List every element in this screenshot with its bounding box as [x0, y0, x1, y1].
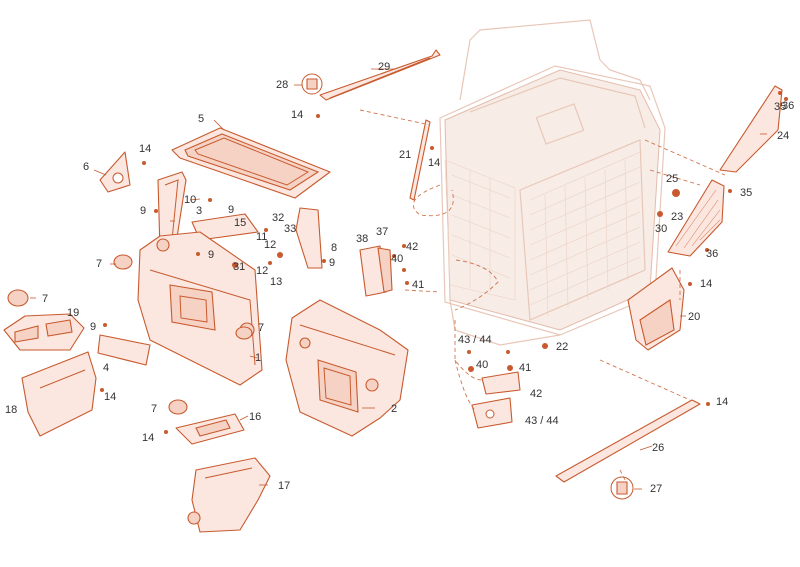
part-38-bracket	[359, 245, 393, 297]
label-34-lower: 36	[706, 248, 718, 260]
label-8: 8	[331, 242, 337, 254]
label-41-upper: 42	[406, 241, 418, 253]
label-39-upper: 40	[391, 253, 403, 265]
part-8-trim	[295, 207, 323, 269]
label-42: 42	[530, 388, 542, 400]
label-2: 2	[391, 403, 397, 415]
label-leaders	[30, 68, 767, 490]
label-7-left: 7	[96, 258, 102, 270]
label-37: 37	[376, 226, 388, 238]
label-6: 6	[83, 161, 89, 173]
label-41-lower: 43 / 44	[458, 334, 492, 346]
label-36: 36	[782, 100, 794, 112]
hardware-fasteners	[100, 91, 788, 434]
label-14-left: 14	[104, 391, 116, 403]
label-1: 1	[255, 352, 261, 364]
label-14-upper-left: 14	[139, 143, 151, 155]
label-7-mid: 7	[258, 322, 264, 334]
label-38: 38	[356, 233, 368, 245]
label-29: 29	[378, 61, 390, 73]
label-20: 20	[688, 311, 700, 323]
label-19: 19	[67, 307, 79, 319]
label-17: 17	[278, 480, 290, 492]
label-40-upper: 41	[412, 279, 424, 291]
label-24: 24	[777, 130, 789, 142]
part-labels: 29 28 14 5 14 6 10 9 3 9 15 32 33 11 12 …	[5, 61, 794, 495]
part-29-trim-strip	[319, 49, 441, 101]
label-33: 33	[284, 223, 296, 235]
label-32: 32	[272, 212, 284, 224]
part-43-44-plate	[471, 397, 513, 429]
part-24-side-window	[719, 85, 783, 173]
label-35: 35	[774, 101, 786, 113]
label-9-lower-left: 9	[90, 321, 96, 333]
label-39-lower: 40	[476, 359, 488, 371]
label-4: 4	[103, 362, 109, 374]
part-27-clip	[610, 476, 634, 500]
part-19-console	[3, 313, 85, 351]
part-26-sill-strip	[555, 399, 701, 483]
label-14-bottom-right: 14	[716, 396, 728, 408]
label-9-left: 9	[140, 205, 146, 217]
part-23-vent-grill	[667, 179, 725, 257]
assembly-lines	[359, 109, 726, 481]
label-23: 23	[671, 211, 683, 223]
label-26: 26	[652, 442, 664, 454]
part-6-bracket	[99, 151, 131, 193]
cab-frame-ghost	[439, 19, 666, 346]
part-2-right-side-panel	[285, 299, 409, 437]
label-15: 15	[234, 217, 246, 229]
part-1-left-side-panel	[137, 231, 263, 386]
label-12-lower: 12	[256, 265, 268, 277]
label-34-upper: 35	[740, 187, 752, 199]
label-13: 13	[270, 276, 282, 288]
label-14-lower: 14	[142, 432, 154, 444]
label-14-rod: 14	[428, 157, 440, 169]
label-27: 27	[650, 483, 662, 495]
part-17-duct	[187, 457, 271, 533]
label-18: 18	[5, 404, 17, 416]
part-5-roof-liner	[171, 127, 331, 199]
label-21: 21	[399, 149, 411, 161]
part-42-bracket	[481, 371, 521, 395]
part-4-kick-plate	[97, 334, 151, 366]
label-22: 22	[556, 341, 568, 353]
part-7-grommets	[7, 254, 253, 415]
label-40-lower: 41	[519, 362, 531, 374]
label-14-top: 14	[291, 109, 303, 121]
label-7-lower: 7	[151, 403, 157, 415]
label-9-right: 9	[329, 257, 335, 269]
label-25: 25	[666, 173, 678, 185]
label-43-44: 43 / 44	[525, 415, 559, 427]
part-18-lower-trim	[21, 351, 97, 437]
label-16: 16	[249, 411, 261, 423]
label-30: 30	[655, 223, 667, 235]
label-12-upper: 12	[264, 239, 276, 251]
label-11: 11	[256, 231, 267, 243]
label-3: 3	[196, 205, 202, 217]
label-5: 5	[198, 113, 204, 125]
label-31: 31	[233, 261, 245, 273]
part-21-rod	[409, 119, 431, 201]
part-16-bracket	[175, 413, 245, 445]
label-9-upper: 9	[228, 204, 234, 216]
label-10: 10	[184, 194, 196, 206]
part-28-clip	[301, 73, 323, 95]
label-14-right: 14	[700, 278, 712, 290]
label-7-far-left: 7	[42, 293, 48, 305]
label-28: 28	[276, 79, 288, 91]
part-20-door-panel	[627, 267, 685, 351]
label-9-mid: 9	[208, 249, 214, 261]
